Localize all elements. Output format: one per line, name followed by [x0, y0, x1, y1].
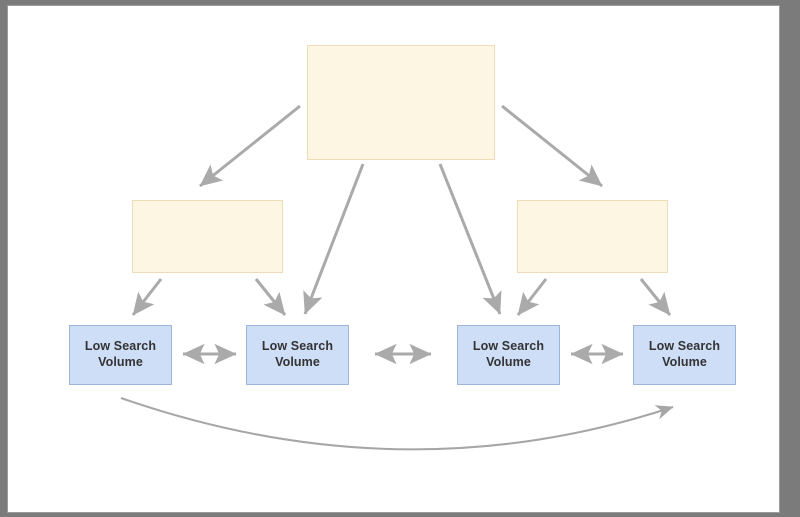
connector-root-to-leaf-2 [303, 163, 365, 315]
node-branch-left[interactable] [132, 200, 283, 273]
node-leaf-3-label: Low Search Volume [472, 339, 545, 369]
node-leaf-3[interactable]: Low Search Volume [457, 325, 560, 385]
connector-root-to-leaf-3 [438, 163, 502, 315]
node-leaf-1-label: Low Search Volume [84, 339, 157, 369]
node-leaf-1[interactable]: Low Search Volume [69, 325, 172, 385]
connector-branch-left-to-leaf-1 [131, 278, 163, 316]
node-leaf-4[interactable]: Low Search Volume [633, 325, 736, 385]
connector-leaf-1-to-leaf-4-curved [120, 397, 674, 451]
node-leaf-2-label: Low Search Volume [261, 339, 334, 369]
connector-root-to-branch-right [501, 104, 603, 188]
node-branch-right[interactable] [517, 200, 668, 273]
node-root[interactable] [307, 45, 495, 160]
diagram-canvas: Low Search Volume Low Search Volume Low … [7, 5, 780, 513]
node-leaf-2[interactable]: Low Search Volume [246, 325, 349, 385]
connector-branch-left-to-leaf-2 [254, 278, 287, 316]
connector-root-to-branch-left [199, 104, 301, 188]
node-leaf-4-label: Low Search Volume [648, 339, 721, 369]
connector-branch-right-to-leaf-4 [639, 278, 672, 316]
connector-branch-right-to-leaf-3 [516, 278, 548, 316]
